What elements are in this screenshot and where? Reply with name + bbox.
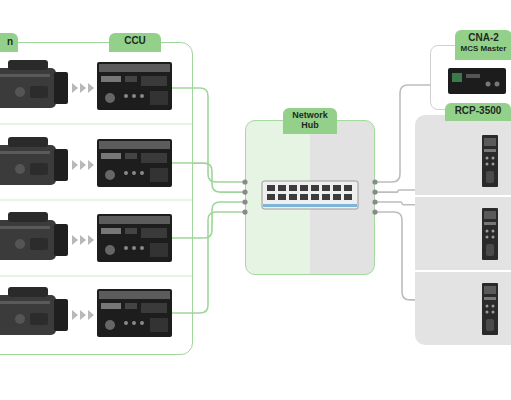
cable-line <box>193 202 245 238</box>
port-dot <box>372 209 377 214</box>
hub-box: Network Hub <box>245 120 375 275</box>
cable-line <box>193 88 245 182</box>
tab-label: n <box>0 33 18 52</box>
tab-label: CCU <box>109 33 161 52</box>
group-panel: CCU <box>0 42 193 355</box>
port-dot <box>372 189 377 194</box>
port-dot <box>242 209 247 214</box>
device-box: CNA-2MCS Master <box>430 45 511 110</box>
device-group: RCP-3500 <box>415 115 511 345</box>
port-dot <box>372 179 377 184</box>
port-dot <box>372 199 377 204</box>
cable-line <box>375 202 415 205</box>
cable-line <box>193 163 245 192</box>
port-dot <box>242 189 247 194</box>
cable-line <box>193 212 245 313</box>
node-title: RCP-3500 <box>447 105 509 117</box>
cable-line <box>375 190 415 192</box>
node-title: Network Hub <box>285 110 335 131</box>
node-subtitle: MCS Master <box>457 44 510 53</box>
cable-line <box>375 212 415 300</box>
node-title: CCU <box>111 35 159 47</box>
port-dot <box>242 199 247 204</box>
tab-label: CNA-2MCS Master <box>455 30 511 60</box>
node-title: CNA-2 <box>457 32 510 44</box>
port-dot <box>242 179 247 184</box>
tab-label: Network Hub <box>283 108 337 134</box>
tab-label: RCP-3500 <box>445 103 511 121</box>
cable-line <box>375 85 430 182</box>
